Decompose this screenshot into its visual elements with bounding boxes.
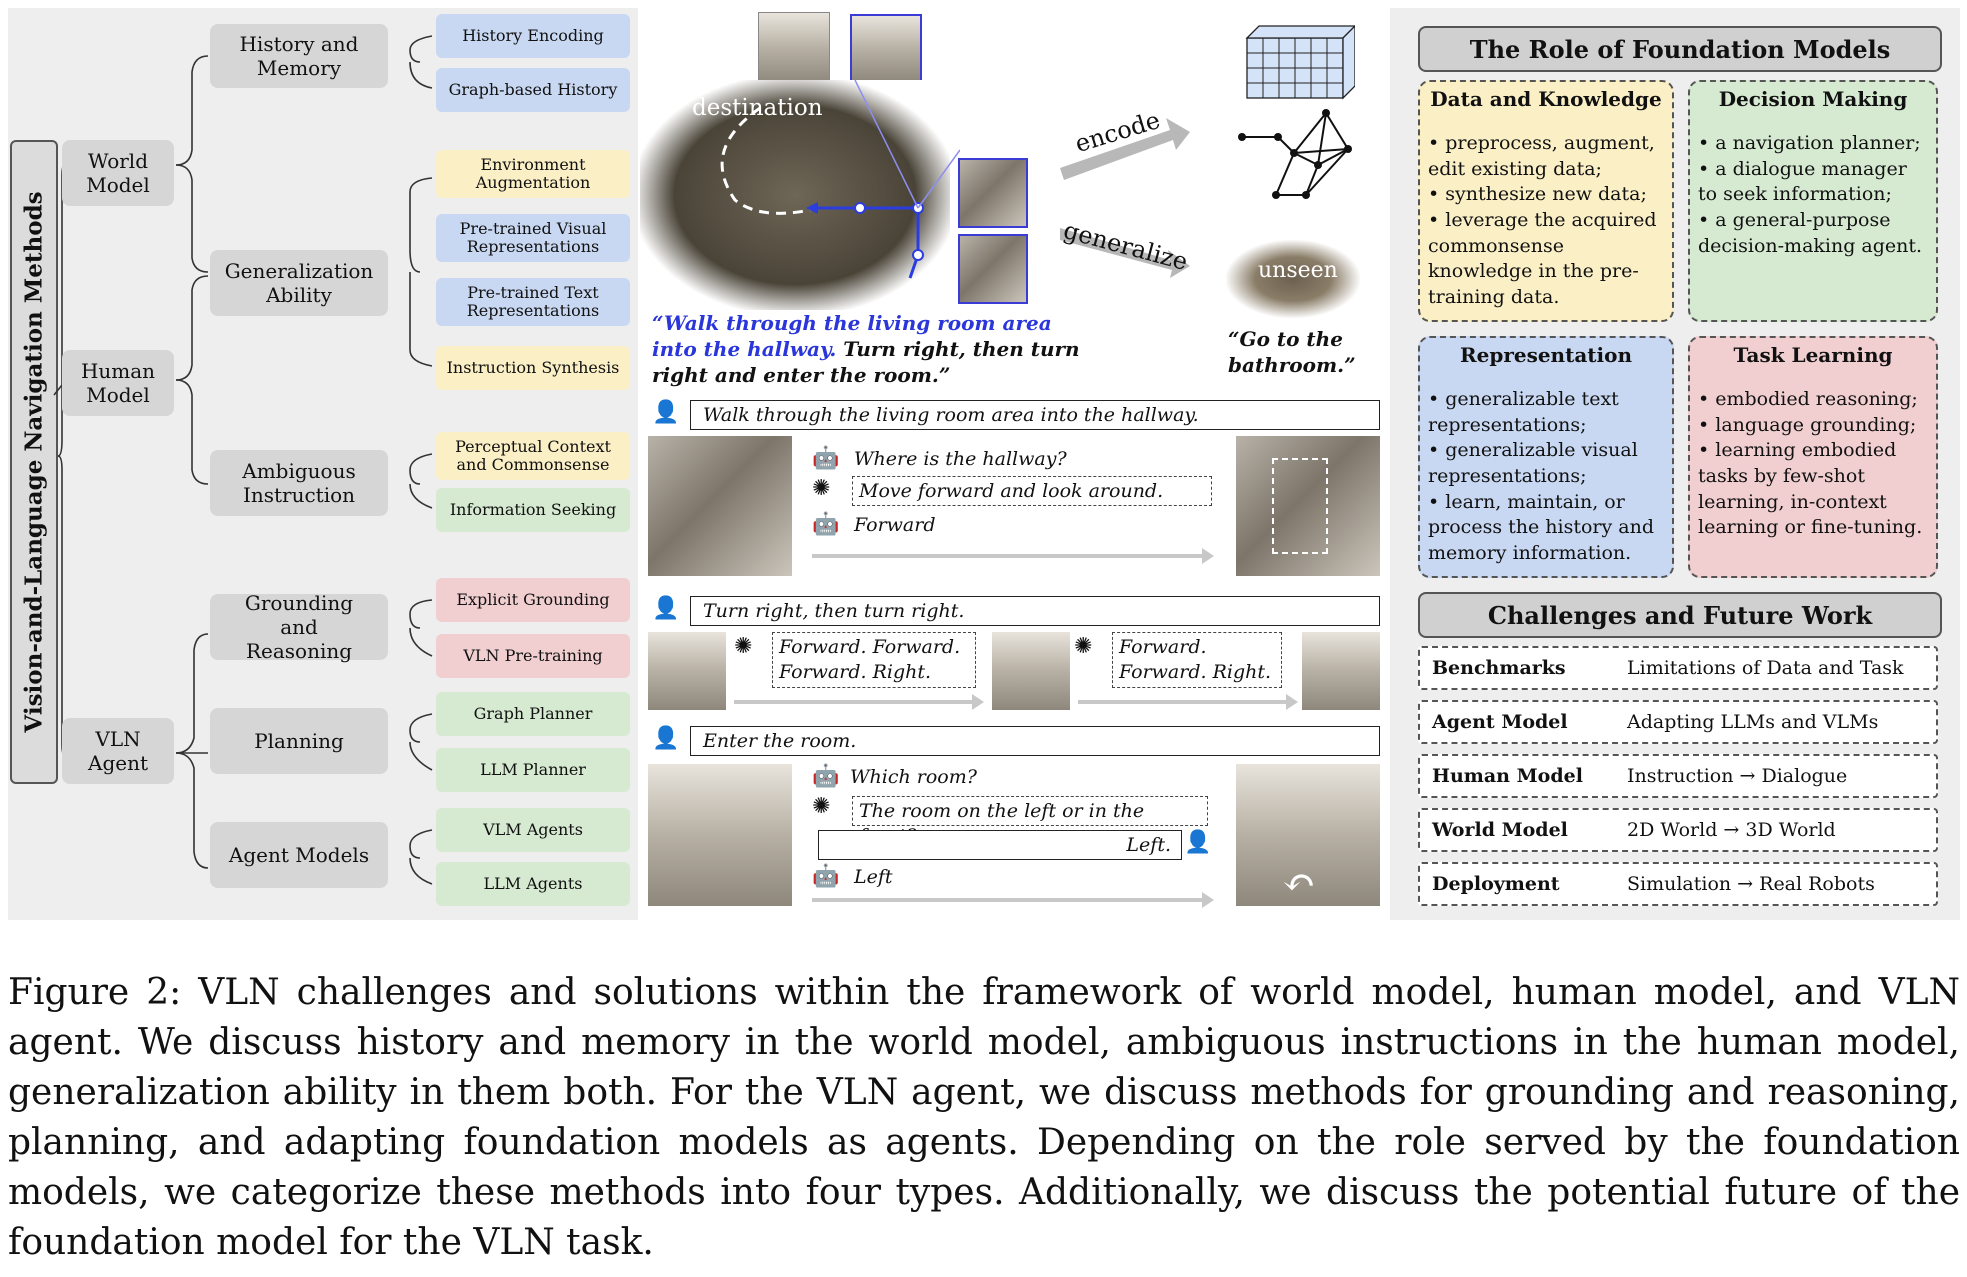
category-agent-models: Agent Models <box>210 822 388 888</box>
progress-arrow <box>1078 694 1298 710</box>
observation-image-6 <box>648 764 792 906</box>
leaf-vln-pretraining: VLN Pre-training <box>436 634 630 678</box>
topological-graph-icon <box>1238 109 1352 199</box>
llm-icon: ✺ <box>1074 634 1093 659</box>
quad-data-knowledge: Data and Knowledge preprocess, augment, … <box>1418 80 1674 322</box>
challenges-header: Challenges and Future Work <box>1418 592 1942 638</box>
unseen-label: unseen <box>1258 258 1338 283</box>
user-icon: 👤 <box>652 400 680 425</box>
user-icon: 👤 <box>1184 830 1212 855</box>
category-ambiguous-instruction: Ambiguous Instruction <box>210 450 388 516</box>
robot-icon: 🤖 <box>812 446 840 471</box>
role-header: The Role of Foundation Models <box>1418 26 1942 72</box>
user-instruction-bubble-1: Walk through the living room area into t… <box>690 400 1380 430</box>
observation-image-4 <box>992 632 1070 710</box>
leaf-visual-representations: Pre-trained Visual Representations <box>436 214 630 262</box>
observation-image-7 <box>1236 764 1380 906</box>
observation-image-3 <box>648 632 726 710</box>
user-icon: 👤 <box>652 596 680 621</box>
leaf-history-encoding: History Encoding <box>436 14 630 58</box>
progress-arrow <box>812 892 1214 908</box>
quad-representation: Representation generalizable text repres… <box>1418 336 1674 578</box>
leaf-environment-augmentation: Environment Augmentation <box>436 150 630 198</box>
user-icon: 👤 <box>652 726 680 751</box>
group-human-model: Human Model <box>62 350 174 416</box>
llm-plan-2: Forward. Forward. Right. <box>1112 632 1282 688</box>
leaf-graph-planner: Graph Planner <box>436 692 630 736</box>
encode-generalize-arrows <box>1060 118 1190 278</box>
view-thumbnail-right-1 <box>958 158 1028 228</box>
category-history-memory: History and Memory <box>210 24 388 88</box>
hallway-highlight <box>1272 458 1328 554</box>
instruction-quote: “Walk through the living room area into … <box>652 311 1080 387</box>
goto-quote: “Go to the bathroom.” <box>1228 327 1356 377</box>
robot-icon: 🤖 <box>812 864 840 889</box>
leaf-information-seeking: Information Seeking <box>436 488 630 532</box>
user-instruction-bubble-2: Turn right, then turn right. <box>690 596 1380 626</box>
taxonomy-root: Vision-and-Language Navigation Methods <box>10 140 58 784</box>
leaf-vlm-agents: VLM Agents <box>436 808 630 852</box>
trajectory-overlay <box>720 80 960 279</box>
agent-action-1: Forward <box>854 514 936 536</box>
destination-label: destination <box>692 95 823 121</box>
leaf-text-representations: Pre-trained Text Representations <box>436 278 630 326</box>
llm-answer-1: Move forward and look around. <box>852 476 1212 506</box>
user-reply-bubble: Left. <box>818 830 1182 860</box>
agent-action-3: Left <box>854 866 893 888</box>
taxonomy-connectors <box>53 35 433 885</box>
progress-arrow <box>734 694 984 710</box>
llm-icon: ✺ <box>812 476 831 501</box>
llm-answer-3: The room on the left or in the front? <box>852 796 1208 847</box>
leaf-llm-planner: LLM Planner <box>436 748 630 792</box>
llm-plan-1: Forward. Forward. Forward. Right. <box>772 632 976 688</box>
group-vln-agent: VLN Agent <box>62 718 174 784</box>
leaf-graph-history: Graph-based History <box>436 68 630 112</box>
leaf-explicit-grounding: Explicit Grounding <box>436 578 630 622</box>
robot-icon: 🤖 <box>812 512 840 537</box>
leaf-instruction-synthesis: Instruction Synthesis <box>436 346 630 390</box>
agent-question-3: Which room? <box>850 766 977 788</box>
grid-map-icon <box>1245 25 1355 100</box>
leaf-perceptual-context: Perceptual Context and Commonsense <box>436 432 630 480</box>
figure-caption: Figure 2: VLN challenges and solutions w… <box>8 972 1960 1263</box>
view-thumbnail <box>758 12 830 84</box>
category-generalization: Generalization Ability <box>210 250 388 316</box>
category-planning: Planning <box>210 708 388 774</box>
category-grounding-reasoning: Grounding and Reasoning <box>210 591 388 663</box>
floorplan-image <box>640 80 950 310</box>
turn-left-arrow-icon: ↶ <box>1282 860 1316 906</box>
robot-icon: 🤖 <box>812 764 840 789</box>
quad-task-learning: Task Learning embodied reasoning;languag… <box>1688 336 1938 578</box>
llm-icon: ✺ <box>812 794 831 819</box>
llm-icon: ✺ <box>734 634 753 659</box>
group-world-model: World Model <box>62 140 174 206</box>
observation-image-1 <box>648 436 792 576</box>
view-thumbnail-right-2 <box>958 234 1028 304</box>
observation-image-5 <box>1302 632 1380 710</box>
user-instruction-bubble-3: Enter the room. <box>690 726 1380 756</box>
view-thumbnail-highlighted <box>850 14 922 84</box>
leaf-llm-agents: LLM Agents <box>436 862 630 906</box>
agent-question-1: Where is the hallway? <box>854 448 1067 470</box>
unseen-environment-image <box>1226 240 1360 318</box>
quad-decision-making: Decision Making a navigation planner;a d… <box>1688 80 1938 322</box>
progress-arrow <box>812 548 1214 564</box>
